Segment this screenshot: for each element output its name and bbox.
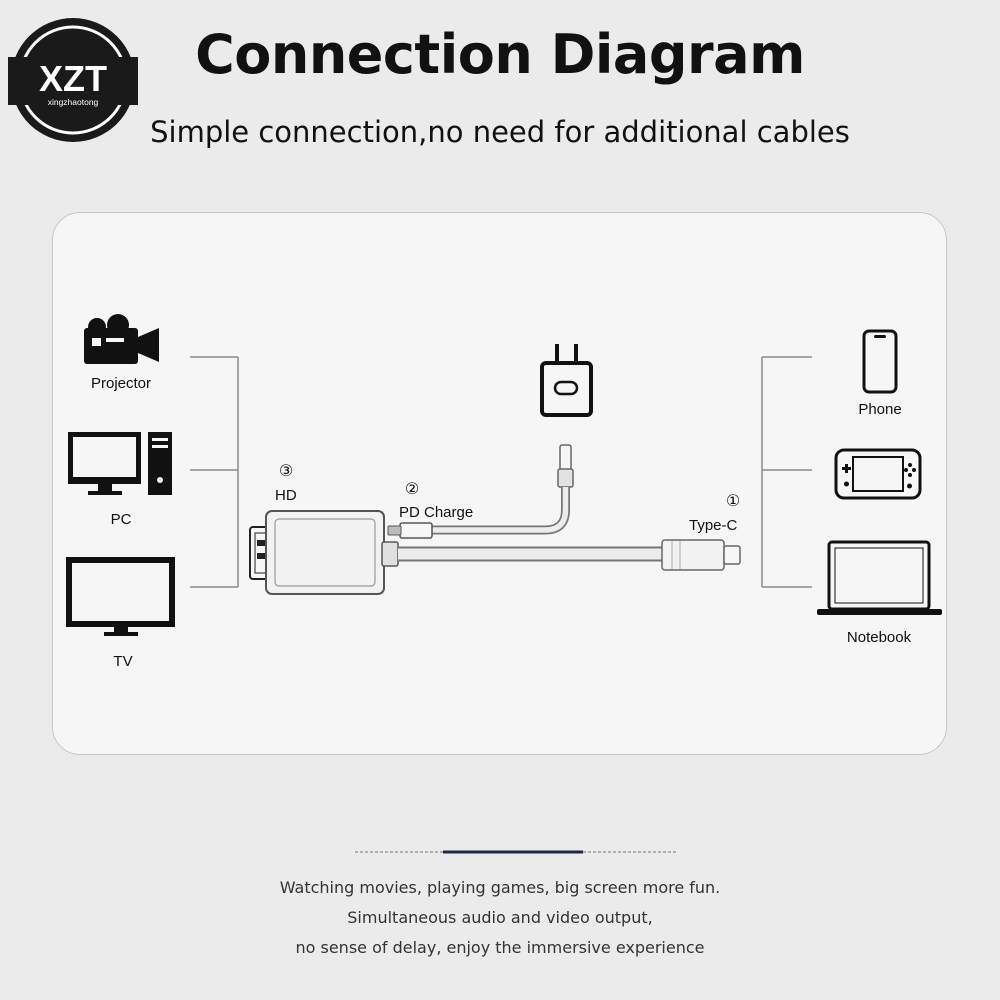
pd-port-label: PD Charge [399,504,473,521]
typec-cable [398,539,741,571]
game-console-icon [834,448,922,500]
brand-subtitle: xingzhaotong [48,97,99,107]
notebook-icon [817,540,942,615]
pd-port-number: ② [405,479,419,498]
phone-icon [862,329,898,394]
footer-line-3: no sense of delay, enjoy the immersive e… [295,938,705,957]
tv-icon [66,557,175,636]
charger-icon [540,344,593,417]
footer-line-1: Watching movies, playing games, big scre… [279,878,721,897]
right-bracket [761,356,812,588]
footer-line-2: Simultaneous audio and video output, [347,908,653,927]
projector-label: Projector [91,375,151,392]
typec-port-number: ① [726,491,740,510]
diagram-panel [52,212,947,755]
brand-logo: XZT xingzhaotong [8,18,138,142]
hdmi-adapter [249,510,399,595]
typec-port-label: Type-C [689,517,738,534]
hd-port-number: ③ [279,461,293,480]
hd-port-label: HD [275,487,297,504]
brand-name: XZT [39,58,107,99]
charger-cable [387,444,574,539]
page-title: Connection Diagram [195,23,805,86]
page-subtitle: Simple connection,no need for additional… [150,115,850,149]
pc-icon [68,432,172,495]
left-bracket [190,356,239,588]
pc-label: PC [111,511,132,528]
phone-label: Phone [858,401,901,418]
tv-label: TV [113,653,132,670]
notebook-label: Notebook [847,629,912,646]
projector-icon [84,314,159,364]
